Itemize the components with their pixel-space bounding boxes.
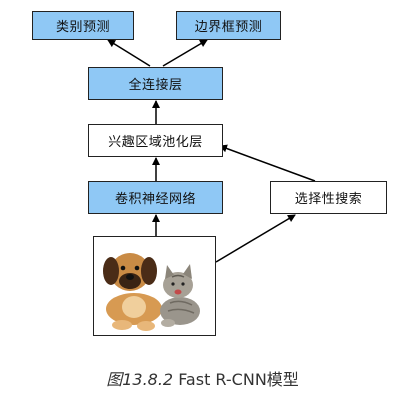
cnn-label: 卷积神经网络 <box>114 192 196 207</box>
class-prediction-label: 类别预测 <box>55 20 110 35</box>
bbox-prediction-label: 边界框预测 <box>194 20 263 35</box>
roi-pooling-node: 兴趣区域池化层 <box>88 124 223 157</box>
figure-caption: 图13.8.2 Fast R-CNN模型 <box>0 366 405 390</box>
arrow-image-to-search <box>215 214 296 263</box>
selective-search-node: 选择性搜索 <box>270 181 387 214</box>
fully-connected-node: 全连接层 <box>88 67 223 100</box>
selective-search-label: 选择性搜索 <box>294 192 363 207</box>
bbox-prediction-node: 边界框预测 <box>176 11 281 40</box>
figure-number: 图13.8.2 <box>106 370 174 389</box>
cnn-node: 卷积神经网络 <box>88 181 223 214</box>
roi-pooling-label: 兴趣区域池化层 <box>108 135 203 150</box>
figure-title: Fast R-CNN模型 <box>173 370 299 389</box>
arrow-fc-to-class <box>107 39 151 67</box>
input-image <box>93 236 216 336</box>
class-prediction-node: 类别预测 <box>32 11 134 40</box>
arrow-fc-to-bbox <box>162 39 208 67</box>
fully-connected-label: 全连接层 <box>128 78 183 93</box>
arrow-search-to-roi <box>219 144 316 182</box>
dog-and-cat-illustration <box>103 253 200 331</box>
